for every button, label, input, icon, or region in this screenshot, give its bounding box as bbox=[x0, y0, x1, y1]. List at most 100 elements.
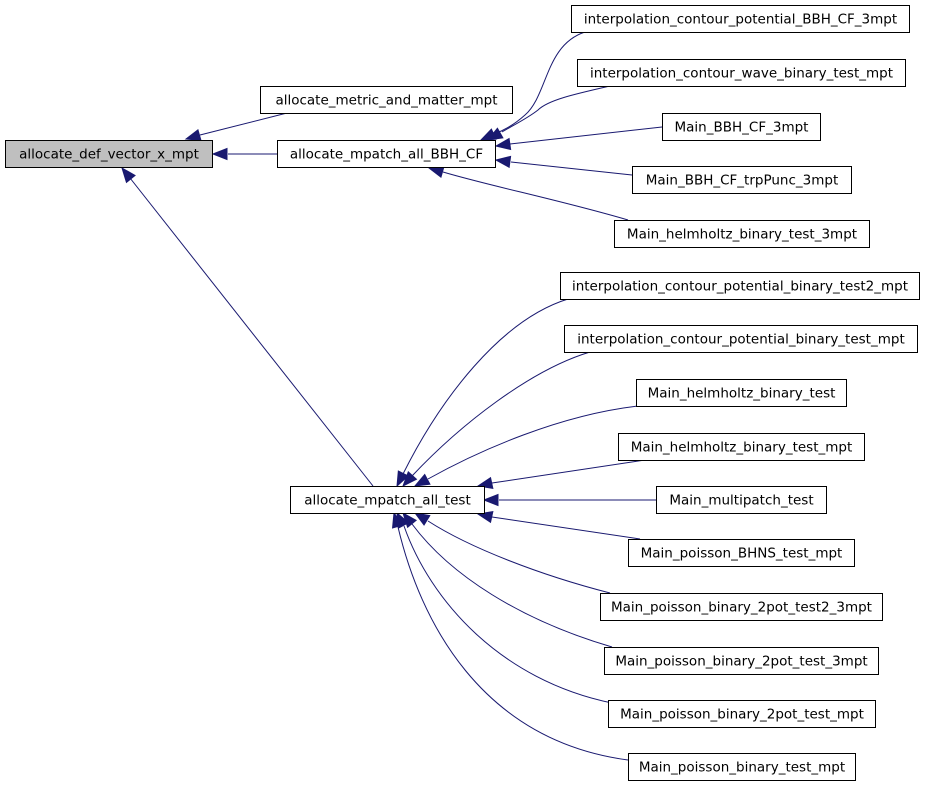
node-label: Main_BBH_CF_3mpt bbox=[675, 120, 809, 136]
node-metric[interactable]: allocate_metric_and_matter_mpt bbox=[260, 86, 513, 114]
node-label: Main_poisson_binary_2pot_test_3mpt bbox=[615, 654, 867, 670]
node-label: Main_poisson_binary_test_mpt bbox=[639, 760, 845, 776]
edge-line bbox=[411, 523, 613, 648]
node-label: interpolation_contour_potential_binary_t… bbox=[577, 332, 905, 348]
edge-arrowhead bbox=[121, 166, 136, 184]
node-box[interactable] bbox=[604, 647, 879, 675]
node-box[interactable] bbox=[571, 5, 910, 33]
node-box[interactable] bbox=[600, 593, 883, 621]
edge-t2-test bbox=[402, 351, 591, 488]
nodes-layer: allocate_def_vector_x_mpt allocate_metric… bbox=[5, 5, 920, 781]
node-label: allocate_metric_and_matter_mpt bbox=[275, 93, 497, 109]
edge-line bbox=[491, 516, 641, 540]
edge-t1-test bbox=[396, 298, 569, 488]
node-box[interactable] bbox=[577, 59, 906, 87]
node-t8[interactable]: Main_poisson_binary_2pot_test_3mpt bbox=[604, 647, 879, 675]
node-t3[interactable]: Main_helmholtz_binary_test bbox=[636, 379, 847, 407]
node-label: Main_helmholtz_binary_test bbox=[648, 386, 836, 402]
edge-arrowhead bbox=[413, 473, 431, 487]
edge-b2-bbh bbox=[486, 85, 611, 141]
edge-arrowhead bbox=[402, 471, 418, 488]
edge-t3-test bbox=[413, 405, 639, 487]
edge-line bbox=[442, 171, 629, 221]
edge-t8-test bbox=[402, 511, 613, 648]
edge-b3-bbh bbox=[494, 126, 663, 151]
edge-test-root bbox=[121, 166, 374, 487]
node-box[interactable] bbox=[260, 86, 513, 114]
node-box[interactable] bbox=[636, 379, 847, 407]
node-t2[interactable]: interpolation_contour_potential_binary_t… bbox=[564, 325, 918, 353]
node-t9[interactable]: Main_poisson_binary_2pot_test_mpt bbox=[608, 700, 876, 728]
node-label: Main_multipatch_test bbox=[669, 493, 813, 509]
edge-arrowhead bbox=[211, 147, 228, 161]
edge-arrowhead bbox=[184, 129, 202, 142]
node-box[interactable] bbox=[662, 113, 821, 141]
node-box[interactable] bbox=[632, 166, 852, 194]
node-label: Main_poisson_binary_2pot_test_mpt bbox=[620, 707, 864, 723]
edge-line bbox=[402, 298, 569, 475]
edge-line bbox=[491, 459, 646, 484]
node-t5[interactable]: Main_multipatch_test bbox=[656, 486, 827, 514]
node-label: Main_helmholtz_binary_test_3mpt bbox=[627, 227, 857, 243]
edge-t4-test bbox=[476, 459, 646, 490]
edge-arrowhead bbox=[391, 511, 404, 529]
edge-arrowhead bbox=[396, 470, 410, 488]
edge-arrowhead bbox=[482, 493, 499, 507]
edge-t9-test bbox=[396, 511, 613, 704]
node-bbh[interactable]: allocate_mpatch_all_BBH_CF bbox=[277, 140, 496, 168]
edge-metric-root bbox=[184, 112, 288, 142]
edge-b4-bbh bbox=[494, 155, 633, 176]
node-test[interactable]: allocate_mpatch_all_test bbox=[290, 486, 485, 514]
node-box[interactable] bbox=[614, 220, 870, 248]
node-label: Main_helmholtz_binary_test_mpt bbox=[631, 440, 853, 456]
node-t7[interactable]: Main_poisson_binary_2pot_test2_3mpt bbox=[600, 593, 883, 621]
edge-line bbox=[427, 520, 611, 594]
edge-line bbox=[509, 126, 663, 145]
node-box[interactable] bbox=[628, 753, 856, 781]
node-box[interactable] bbox=[290, 486, 485, 514]
edge-arrowhead bbox=[486, 127, 504, 141]
node-label: allocate_mpatch_all_test bbox=[304, 493, 471, 509]
edge-line bbox=[199, 112, 288, 136]
edge-t10-test bbox=[391, 511, 629, 761]
node-label: Main_BBH_CF_trpPunc_3mpt bbox=[646, 173, 839, 189]
edge-bbh-root bbox=[211, 147, 277, 161]
edge-line bbox=[397, 526, 629, 761]
node-box[interactable] bbox=[564, 325, 918, 353]
edge-arrowhead bbox=[427, 165, 445, 178]
edge-b5-bbh bbox=[427, 165, 629, 221]
edge-arrowhead bbox=[413, 512, 431, 526]
node-b5[interactable]: Main_helmholtz_binary_test_3mpt bbox=[614, 220, 870, 248]
edge-line bbox=[411, 351, 591, 477]
edge-t5-test bbox=[482, 493, 656, 507]
node-label: Main_poisson_BHNS_test_mpt bbox=[641, 546, 843, 562]
node-box[interactable] bbox=[618, 433, 865, 461]
node-label: interpolation_contour_wave_binary_test_m… bbox=[590, 66, 893, 82]
node-label: interpolation_contour_potential_BBH_CF_3… bbox=[584, 12, 897, 28]
edge-t6-test bbox=[476, 510, 641, 540]
node-t6[interactable]: Main_poisson_BHNS_test_mpt bbox=[628, 539, 855, 567]
node-box[interactable] bbox=[608, 700, 876, 728]
node-box[interactable] bbox=[5, 140, 213, 168]
node-t10[interactable]: Main_poisson_binary_test_mpt bbox=[628, 753, 856, 781]
node-b1[interactable]: interpolation_contour_potential_BBH_CF_3… bbox=[571, 5, 910, 33]
node-b4[interactable]: Main_BBH_CF_trpPunc_3mpt bbox=[632, 166, 852, 194]
node-b3[interactable]: Main_BBH_CF_3mpt bbox=[662, 113, 821, 141]
edge-line bbox=[510, 161, 633, 176]
node-label: interpolation_contour_potential_binary_t… bbox=[572, 279, 908, 295]
node-box[interactable] bbox=[656, 486, 827, 514]
edge-t7-test bbox=[413, 512, 611, 594]
edge-line bbox=[501, 85, 611, 133]
node-label: Main_poisson_binary_2pot_test2_3mpt bbox=[611, 600, 872, 616]
edge-arrowhead bbox=[494, 155, 512, 169]
node-box[interactable] bbox=[628, 539, 855, 567]
node-box[interactable] bbox=[560, 272, 920, 300]
node-box[interactable] bbox=[277, 140, 496, 168]
node-label: allocate_mpatch_all_BBH_CF bbox=[290, 147, 483, 163]
node-b2[interactable]: interpolation_contour_wave_binary_test_m… bbox=[577, 59, 906, 87]
node-t1[interactable]: interpolation_contour_potential_binary_t… bbox=[560, 272, 920, 300]
node-root[interactable]: allocate_def_vector_x_mpt bbox=[5, 140, 213, 168]
edge-line bbox=[493, 31, 586, 135]
node-t4[interactable]: Main_helmholtz_binary_test_mpt bbox=[618, 433, 865, 461]
